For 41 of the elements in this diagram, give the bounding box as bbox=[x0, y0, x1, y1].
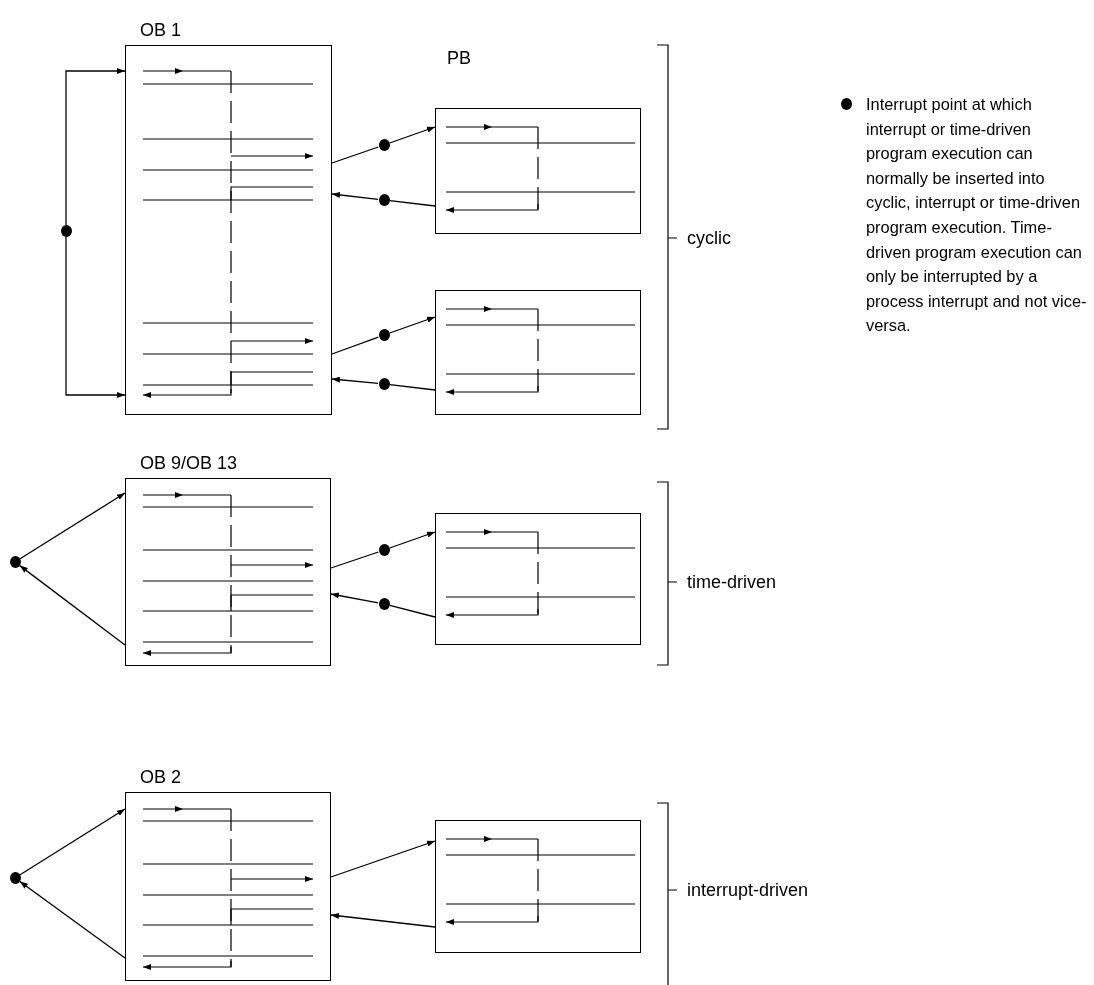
arrow bbox=[389, 531, 436, 549]
block-name: OB 2 bbox=[140, 766, 182, 788]
arrow bbox=[389, 316, 436, 334]
program-block-box bbox=[435, 820, 641, 953]
block-name: OB 9/OB 13 bbox=[140, 452, 238, 474]
arrow bbox=[331, 376, 379, 385]
connector-line bbox=[331, 146, 379, 164]
arrow bbox=[330, 912, 436, 928]
arrow bbox=[19, 564, 126, 646]
arrow bbox=[65, 236, 126, 398]
interrupt-point-dot bbox=[60, 225, 72, 237]
column-heading: PB bbox=[447, 47, 471, 69]
interrupt-point-dot bbox=[378, 329, 390, 341]
connector-line bbox=[389, 200, 436, 207]
program-block-box bbox=[435, 290, 641, 415]
arrow bbox=[19, 808, 126, 876]
category-label: interrupt-driven bbox=[687, 879, 809, 901]
connector-line bbox=[330, 551, 379, 569]
connector-line bbox=[389, 384, 436, 391]
arrow bbox=[65, 68, 126, 226]
connector-line bbox=[389, 604, 436, 618]
arrow bbox=[19, 880, 126, 959]
interrupt-point-dot bbox=[378, 194, 390, 206]
category-label: cyclic bbox=[687, 227, 731, 249]
arrow bbox=[19, 492, 126, 560]
category-label: time-driven bbox=[687, 571, 777, 593]
arrow bbox=[389, 126, 436, 144]
arrow bbox=[330, 840, 436, 878]
interrupt-point-dot bbox=[378, 378, 390, 390]
program-block-box bbox=[435, 513, 641, 645]
arrow bbox=[330, 592, 379, 604]
connector-line bbox=[331, 336, 380, 355]
interrupt-point-dot bbox=[9, 556, 21, 568]
legend-text: Interrupt point at which interrupt or time-driven program execution can normally be inserted into cyclic, interrupt or time-driven program execution. Time-driven program execution can only be interrupted by a process interrupt and not vice-versa. bbox=[866, 94, 1088, 337]
interrupt-point-dot bbox=[378, 544, 390, 556]
program-block-box bbox=[435, 108, 641, 234]
arrow bbox=[331, 191, 379, 200]
interrupt-point-dot bbox=[378, 139, 390, 151]
block-name: OB 1 bbox=[140, 19, 182, 41]
interrupt-point-dot bbox=[9, 872, 21, 884]
interrupt-point-dot bbox=[378, 598, 390, 610]
